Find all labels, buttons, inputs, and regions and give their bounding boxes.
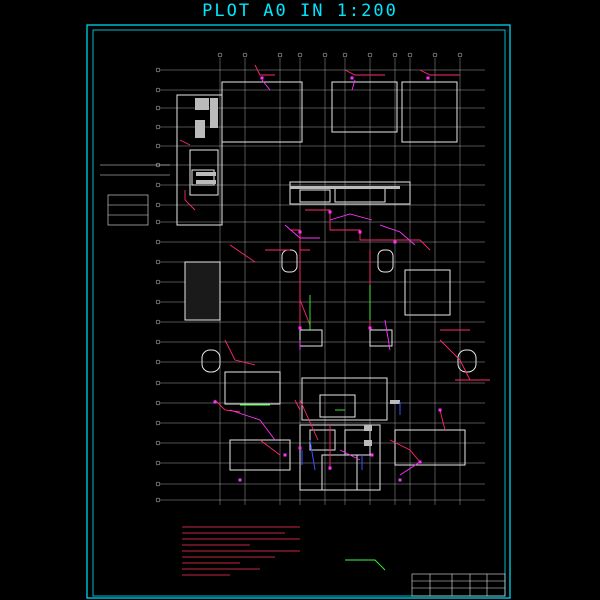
pipe-network-magenta [229,79,421,476]
grid-bubble-icon [155,299,161,305]
grid-bubble-icon [155,497,161,503]
building-walls [176,81,477,491]
grid-bubbles [155,52,463,503]
inner-frame [92,29,506,597]
grid-bubble-icon [297,52,303,58]
valve-icon [398,478,402,482]
title-block [411,573,506,597]
annotations [182,526,300,576]
valve-icon [393,240,397,244]
valve-icon [358,230,362,234]
grid-bubble-icon [242,52,248,58]
grid-bubble-icon [155,359,161,365]
outer-frame [86,24,511,599]
grid-bubble-icon [342,52,348,58]
grid-bubble-icon [155,202,161,208]
grid-bubble-icon [155,143,161,149]
grid-bubble-icon [155,67,161,73]
grid-bubble-icon [277,52,283,58]
grid-bubble-icon [155,400,161,406]
valve-icon [298,446,302,450]
valve-markers [213,76,442,482]
valve-icon [328,466,332,470]
grid-bubble-icon [155,87,161,93]
grid-bubble-icon [367,52,373,58]
grid-bubble-icon [322,52,328,58]
grid-bubble-icon [407,52,413,58]
valve-icon [260,76,264,80]
grid-bubble-icon [155,182,161,188]
grid-bubble-icon [155,339,161,345]
valve-icon [368,326,372,330]
pipe-network-blue [301,402,401,471]
grid-bubble-icon [217,52,223,58]
grid-bubble-icon [457,52,463,58]
grid-bubble-icon [155,219,161,225]
grid-bubble-icon [155,481,161,487]
valve-icon [213,400,217,404]
grid-bubble-icon [155,105,161,111]
equipment-blocks [195,98,400,446]
grid-bubble-icon [155,239,161,245]
grid-bubble-icon [155,319,161,325]
grid-bubble-icon [155,380,161,386]
valve-icon [328,210,332,214]
grid-bubble-icon [155,259,161,265]
valve-icon [438,408,442,412]
valve-icon [298,326,302,330]
valve-icon [298,230,302,234]
pipe-network-red [179,64,490,470]
grid-bubble-icon [155,420,161,426]
grid-bubble-icon [155,124,161,130]
pipe-network-green [240,285,386,571]
grid-bubble-icon [432,52,438,58]
plot-title: PLOT A0 IN 1:200 [202,1,398,21]
valve-icon [370,453,374,457]
valve-icon [350,76,354,80]
valve-icon [418,460,422,464]
grid-bubble-icon [392,52,398,58]
grid-bubble-icon [155,440,161,446]
grid-bubble-icon [155,460,161,466]
valve-icon [238,478,242,482]
valve-icon [283,453,287,457]
valve-icon [426,76,430,80]
left-note-box [100,164,170,226]
grid-bubble-icon [155,279,161,285]
